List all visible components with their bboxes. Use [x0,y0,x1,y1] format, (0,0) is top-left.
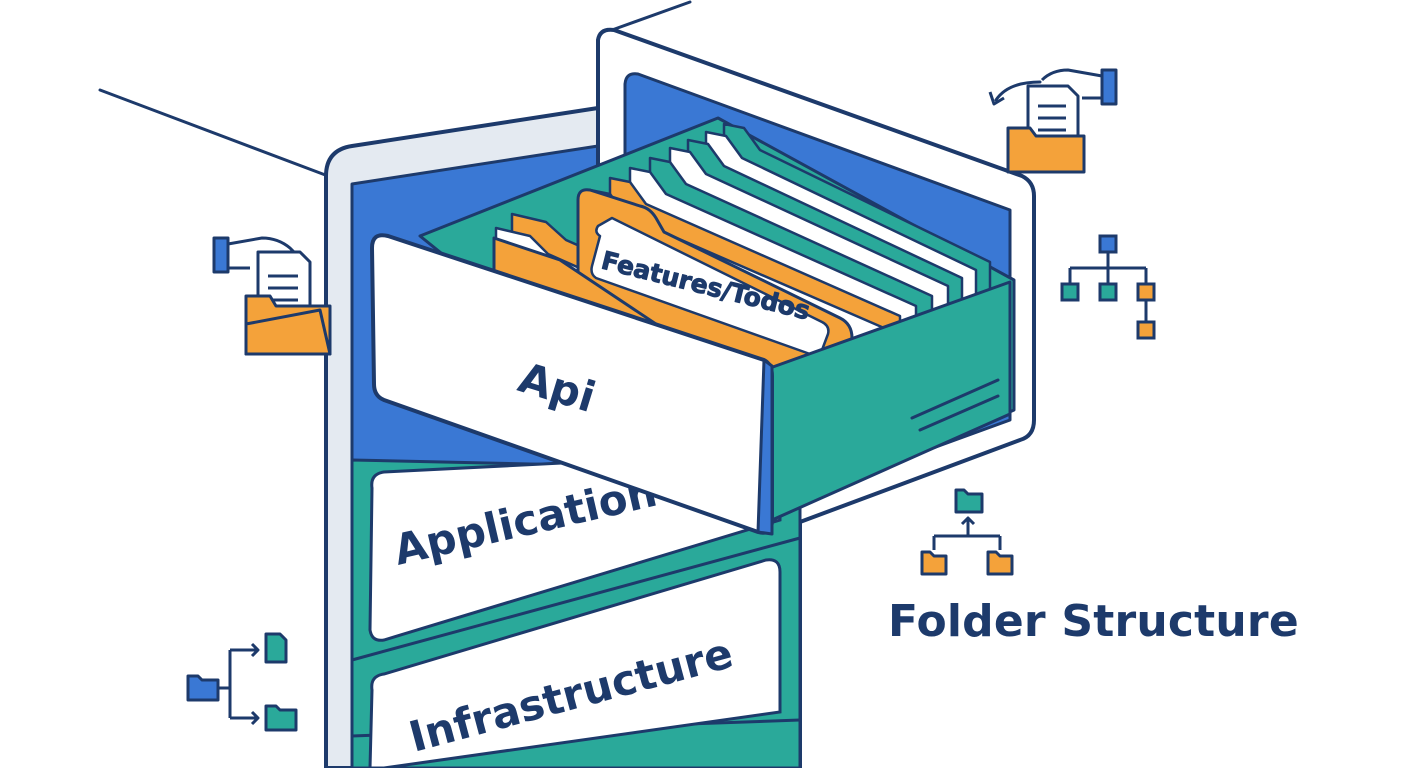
open-drawer: Features/Todos [370,116,1016,536]
background-lines [98,0,692,178]
folder-tree-icon [920,488,1014,576]
file-branch-icon [186,632,298,732]
folder-tab-plate [590,216,830,357]
tree-hierarchy-icon [1060,234,1156,340]
file-into-folder-icon [988,68,1118,174]
diagram-caption: Folder Structure [888,596,1299,647]
drawer-infrastructure[interactable]: Infrastructure [368,558,782,770]
folder-hand-icon [212,236,332,356]
